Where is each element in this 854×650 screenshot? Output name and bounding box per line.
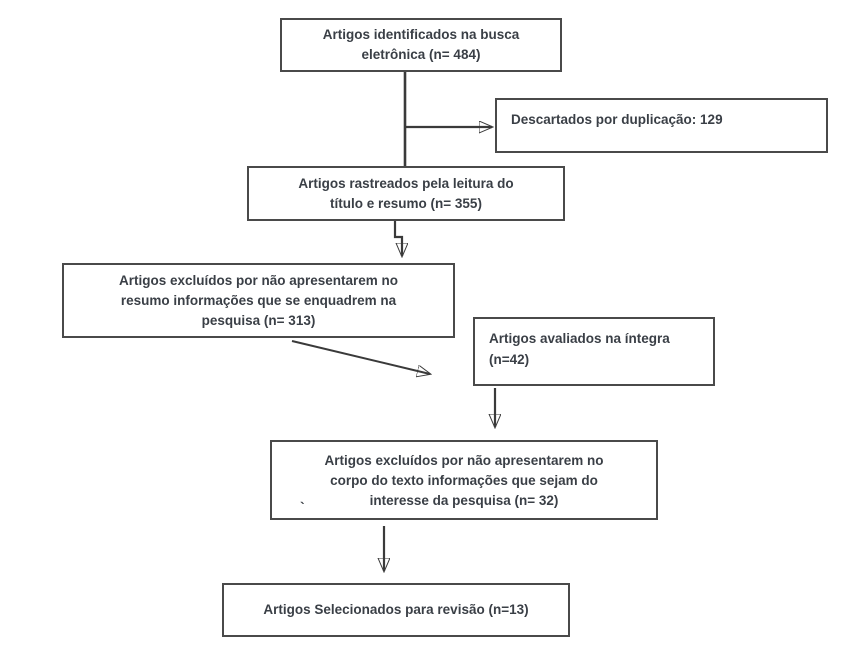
node-selected-line: Artigos Selecionados para revisão (n=13) <box>263 602 529 617</box>
node-excluded-fulltext-line: interesse da pesquisa (n= 32) <box>369 493 559 508</box>
node-screened-line: título e resumo (n= 355) <box>330 195 482 211</box>
node-identified-line: eletrônica (n= 484) <box>361 47 481 62</box>
node-excluded-abstract-line: Artigos excluídos por não apresentarem n… <box>118 272 399 288</box>
node-excluded-abstract-line: resumo informações que se enquadrem na <box>120 292 397 308</box>
node-fulltext-line: Artigos avaliados na íntegra <box>489 331 670 346</box>
node-excluded-fulltext-box: Artigos excluídos por não apresentarem n… <box>270 440 658 520</box>
arrow-excluded-abstract-to-fulltext <box>291 340 430 374</box>
node-screened-line: Artigos rastreados pela leitura do <box>298 175 514 191</box>
node-excluded-fulltext-line: Artigos excluídos por não apresentarem n… <box>324 453 604 468</box>
node-identified-box: Artigos identificados na busca eletrônic… <box>280 18 562 72</box>
node-excluded-abstract-line: pesquisa (n= 313) <box>201 312 316 328</box>
arrow-screened-to-excluded-abstract <box>393 221 402 256</box>
node-identified-line: Artigos identificados na busca <box>322 27 520 42</box>
node-excluded-fulltext-line: corpo do texto informações que sejam do <box>330 473 598 488</box>
node-fulltext-box: Artigos avaliados na íntegra (n=42) <box>473 317 715 386</box>
stray-backtick-mark: ` <box>300 499 305 515</box>
node-duplicates-box: Descartados por duplicação: 129 <box>495 98 828 153</box>
node-screened-box: Artigos rastreados pela leitura do títul… <box>247 166 565 221</box>
node-selected-box: Artigos Selecionados para revisão (n=13) <box>222 583 570 637</box>
node-duplicates-line: Descartados por duplicação: 129 <box>511 112 723 127</box>
node-fulltext-line: (n=42) <box>489 352 530 367</box>
node-excluded-abstract-box: Artigos excluídos por não apresentarem n… <box>62 263 455 338</box>
